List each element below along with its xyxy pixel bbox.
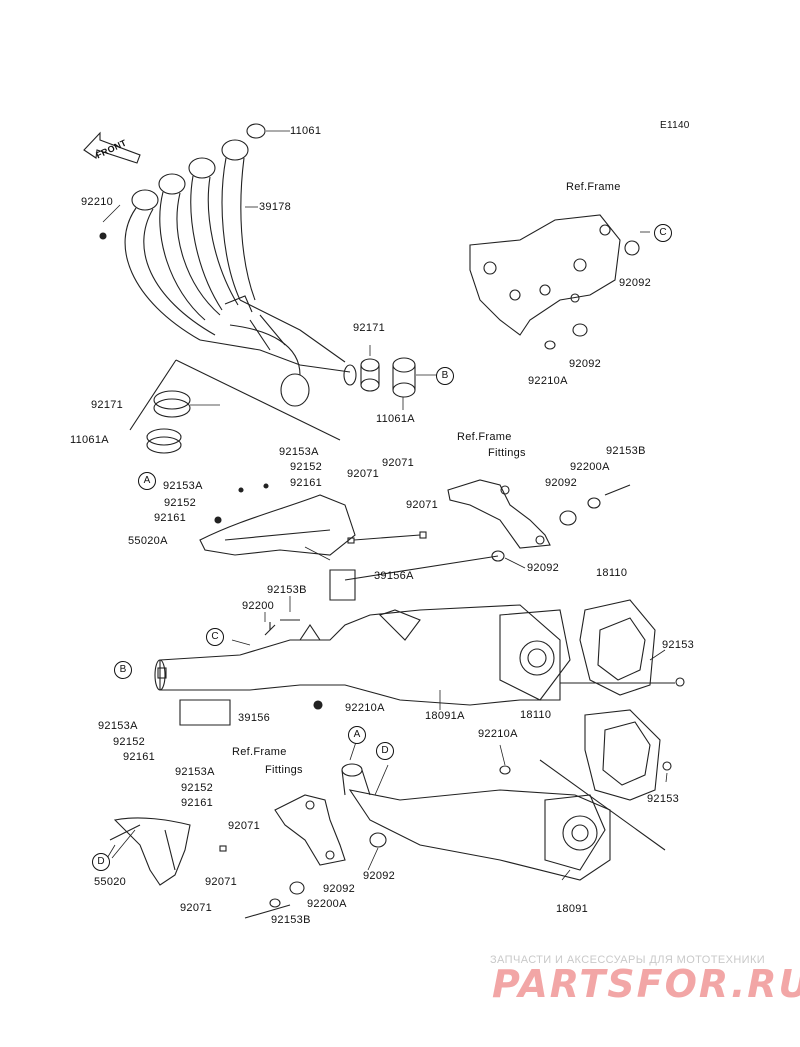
heat-shield-upper	[199, 494, 427, 556]
end-cap-upper	[560, 599, 685, 696]
fittings-label-2: Fittings	[265, 764, 303, 776]
callout-d-low: D	[376, 742, 394, 760]
callout-d-left: D	[92, 853, 110, 871]
part-label: 92153A	[98, 720, 138, 732]
part-label: 92071	[382, 457, 415, 469]
part-label: 92153	[647, 793, 680, 805]
part-label: 18110	[520, 709, 552, 721]
diagram-code: E1140	[660, 120, 690, 131]
part-label: 92210A	[345, 702, 385, 714]
front-arrow-icon	[83, 131, 141, 164]
part-label: 92210A	[478, 728, 518, 740]
footrest-bracket-lower	[244, 794, 387, 919]
part-label: 92153A	[175, 766, 215, 778]
part-label: 92210	[81, 196, 114, 208]
part-label: 92153A	[279, 446, 319, 458]
part-label: 92092	[619, 277, 652, 289]
part-label: 39156A	[374, 570, 414, 582]
callout-b-top: B	[436, 367, 454, 385]
ref-frame-label-3: Ref.Frame	[232, 746, 287, 758]
part-label: 92161	[154, 512, 187, 524]
part-label: 39178	[259, 201, 292, 213]
part-label: 39156	[238, 712, 271, 724]
part-label: 18091A	[425, 710, 465, 722]
footrest-bracket-upper	[447, 479, 631, 562]
part-label: 92152	[181, 782, 214, 794]
part-label: 92071	[228, 820, 261, 832]
part-label: 92153B	[606, 445, 646, 457]
part-label: 92153	[662, 639, 695, 651]
callout-b-mid: B	[114, 661, 132, 679]
part-label: 92200	[242, 600, 275, 612]
part-label: 92210A	[528, 375, 568, 387]
part-label: 92161	[123, 751, 156, 763]
callout-c-top: C	[654, 224, 672, 242]
part-label: 18091	[556, 903, 589, 915]
silencer-lower	[341, 759, 666, 881]
part-label: 92161	[181, 797, 214, 809]
part-label: 92200A	[307, 898, 347, 910]
callout-a-left: A	[138, 472, 156, 490]
ref-frame-label-1: Ref.Frame	[566, 181, 621, 193]
part-label: 92092	[527, 562, 560, 574]
part-label: 92200A	[570, 461, 610, 473]
gasket-clamp-set	[129, 357, 416, 454]
part-label: 92171	[91, 399, 124, 411]
frame-bracket	[469, 214, 640, 350]
ref-frame-label-2: Ref.Frame	[457, 431, 512, 443]
part-label: 92152	[164, 497, 197, 509]
part-label: 11061A	[376, 413, 415, 425]
part-label: 92092	[363, 870, 396, 882]
part-label: 55020	[94, 876, 127, 888]
part-label: 92071	[205, 876, 238, 888]
part-label: 92092	[545, 477, 578, 489]
part-label: 92071	[347, 468, 380, 480]
fittings-label-1: Fittings	[488, 447, 526, 459]
part-label: 92153A	[163, 480, 203, 492]
part-label: 92152	[290, 461, 323, 473]
part-label: 92092	[323, 883, 356, 895]
part-label: 92171	[353, 322, 386, 334]
part-label: 92153B	[271, 914, 311, 926]
part-label: 18110	[596, 567, 628, 579]
exhaust-header-assembly	[124, 123, 357, 407]
hardware-dots	[99, 232, 323, 710]
part-label: 92092	[569, 358, 602, 370]
end-cap-lower	[584, 709, 672, 801]
silencer-upper	[154, 555, 571, 726]
part-label: 92071	[406, 499, 439, 511]
part-label: 92153B	[267, 584, 307, 596]
callout-a-low: A	[348, 726, 366, 744]
watermark-tagline: ЗАПЧАСТИ И АКСЕССУАРЫ ДЛЯ МОТОТЕХНИКИ	[490, 954, 766, 966]
watermark-logo: PARTSFOR.RU	[492, 962, 800, 1006]
heat-shield-lower	[109, 817, 227, 886]
part-label: 92071	[180, 902, 213, 914]
part-label: 92152	[113, 736, 146, 748]
part-label: 11061	[290, 125, 322, 137]
part-label: 92161	[290, 477, 323, 489]
part-label: 55020A	[128, 535, 168, 547]
callout-c-mid: C	[206, 628, 224, 646]
part-label: 11061A	[70, 434, 109, 446]
